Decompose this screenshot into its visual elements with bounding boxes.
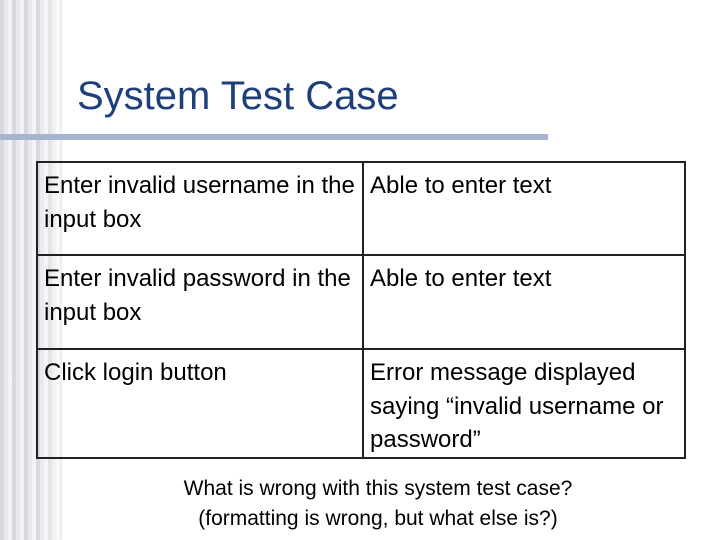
expected-result-cell: Error message displayed saying “invalid … [362, 348, 686, 459]
expected-result-cell: Able to enter text [362, 254, 686, 350]
table-row: Click login button Error message display… [36, 348, 686, 459]
table-row: Enter invalid username in the input box … [36, 161, 686, 256]
slide-title: System Test Case [77, 74, 399, 118]
discussion-question: What is wrong with this system test case… [0, 474, 720, 535]
test-case-table: Enter invalid username in the input box … [36, 161, 686, 459]
title-underline [0, 134, 548, 140]
question-line: (formatting is wrong, but what else is?) [198, 507, 558, 531]
test-step-cell: Enter invalid username in the input box [36, 161, 364, 256]
test-step-cell: Click login button [36, 348, 364, 459]
question-line: What is wrong with this system test case… [183, 477, 573, 500]
test-step-cell: Enter invalid password in the input box [36, 254, 364, 350]
expected-result-cell: Able to enter text [362, 161, 686, 256]
table-row: Enter invalid password in the input box … [36, 254, 686, 350]
